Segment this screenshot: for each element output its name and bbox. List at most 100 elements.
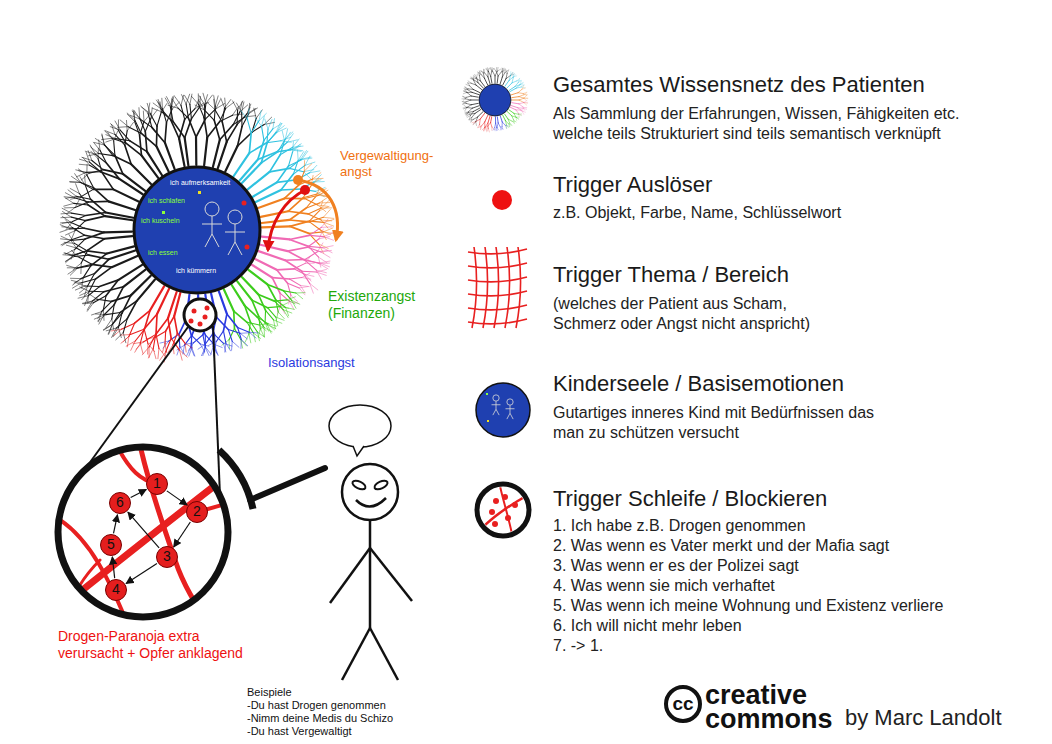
- tree-branch: [238, 101, 243, 110]
- child-leg: [510, 413, 513, 419]
- tree-branch: [240, 332, 249, 334]
- loop-icon-node: [492, 521, 498, 527]
- legend-swatch: [492, 190, 512, 210]
- tree-branch: [61, 217, 71, 219]
- loop-icon-node: [502, 494, 508, 500]
- tree-branch: [523, 107, 527, 108]
- tree-branch: [485, 73, 488, 77]
- tree-branch: [140, 135, 142, 155]
- tree-branch: [191, 335, 193, 347]
- tree-branch: [277, 270, 288, 283]
- tree-branch: [207, 103, 215, 110]
- tree-branch: [315, 192, 324, 197]
- tree-branch: [272, 278, 280, 294]
- tree-branch: [485, 115, 488, 122]
- tree-branch: [488, 68, 489, 72]
- loop-arrow: [114, 515, 118, 534]
- tree-branch: [524, 94, 528, 95]
- tree-branch: [496, 123, 497, 127]
- tree-branch: [83, 302, 93, 304]
- tree-branch: [281, 188, 301, 191]
- tree-branch: [91, 312, 101, 315]
- tree-branch: [92, 160, 103, 169]
- tree-branch: [104, 144, 113, 155]
- tree-branch: [485, 123, 488, 127]
- tree-branch: [500, 127, 502, 130]
- tree-branch: [519, 97, 524, 99]
- tree-branch: [305, 252, 317, 260]
- tree-branch: [258, 198, 284, 208]
- tree-branch: [227, 314, 238, 328]
- tree-branch: [468, 108, 472, 112]
- tree-branch: [287, 140, 297, 142]
- tree-branch: [85, 232, 104, 239]
- trigger-arrow: [298, 180, 337, 240]
- tree-branch: [310, 222, 322, 231]
- tree-branch: [289, 301, 293, 309]
- tree-branch: [100, 150, 107, 163]
- tree-branch: [289, 208, 305, 220]
- tree-branch: [214, 120, 219, 139]
- tree-branch: [260, 245, 287, 251]
- tree-branch: [76, 197, 81, 206]
- tree-branch: [290, 226, 309, 233]
- tree-branch: [158, 102, 162, 112]
- tree-branch: [191, 107, 199, 119]
- tree-branch: [223, 343, 225, 352]
- tree-branch: [186, 104, 188, 118]
- tree-branch: [87, 303, 93, 311]
- trigger-dot: [300, 185, 310, 195]
- trigger-dot: [293, 175, 303, 185]
- knowledge-net: [60, 93, 334, 362]
- tree-branch: [168, 292, 177, 319]
- tree-branch: [318, 257, 320, 267]
- tree-branch: [466, 99, 471, 100]
- tree-branch: [288, 247, 308, 251]
- tree-branch: [242, 102, 244, 112]
- tree-branch: [134, 110, 140, 119]
- tree-branch: [491, 117, 492, 123]
- tree-branch: [149, 347, 150, 357]
- tree-branch: [276, 126, 284, 132]
- tree-branch: [465, 112, 468, 114]
- tree-branch: [324, 222, 334, 226]
- legend-heading: Trigger Schleife / Blockieren: [553, 486, 827, 512]
- tree-branch: [491, 71, 492, 76]
- tree-branch: [290, 278, 302, 280]
- tree-branch: [234, 328, 240, 339]
- tree-branch: [475, 122, 477, 126]
- loop-step: 1. Ich habe z.B. Drogen genommen: [553, 516, 806, 536]
- tree-branch: [116, 333, 124, 340]
- tree-branch: [248, 270, 267, 285]
- tree-branch: [106, 139, 116, 142]
- tree-branch: [497, 123, 498, 127]
- tree-branch: [472, 113, 475, 117]
- need-label: ich aufmerksamkeit: [170, 179, 230, 186]
- tree-branch: [466, 113, 470, 114]
- tree-branch: [126, 143, 142, 155]
- tree-branch: [233, 311, 235, 328]
- tree-branch: [319, 202, 329, 203]
- tree-branch: [120, 130, 130, 141]
- tree-branch: [507, 70, 509, 73]
- tree-branch: [520, 109, 523, 110]
- child-body: [235, 224, 236, 242]
- tree-branch: [463, 97, 466, 100]
- tree-branch: [74, 250, 88, 255]
- tree-branch: [189, 348, 192, 356]
- tree-branch: [104, 287, 124, 292]
- tree-branch: [185, 343, 192, 348]
- tree-branch: [302, 151, 308, 159]
- tree-branch: [516, 110, 519, 114]
- tree-branch: [500, 116, 502, 122]
- tree-branch: [191, 335, 192, 347]
- tree-branch: [465, 87, 467, 90]
- tree-branch: [519, 95, 524, 97]
- tree-branch: [470, 120, 473, 123]
- tree-branch: [492, 67, 493, 71]
- child-head: [493, 395, 499, 401]
- tree-branch: [140, 343, 143, 353]
- tree-branch: [500, 77, 502, 84]
- tree-branch: [138, 108, 140, 118]
- tree-branch: [214, 344, 222, 347]
